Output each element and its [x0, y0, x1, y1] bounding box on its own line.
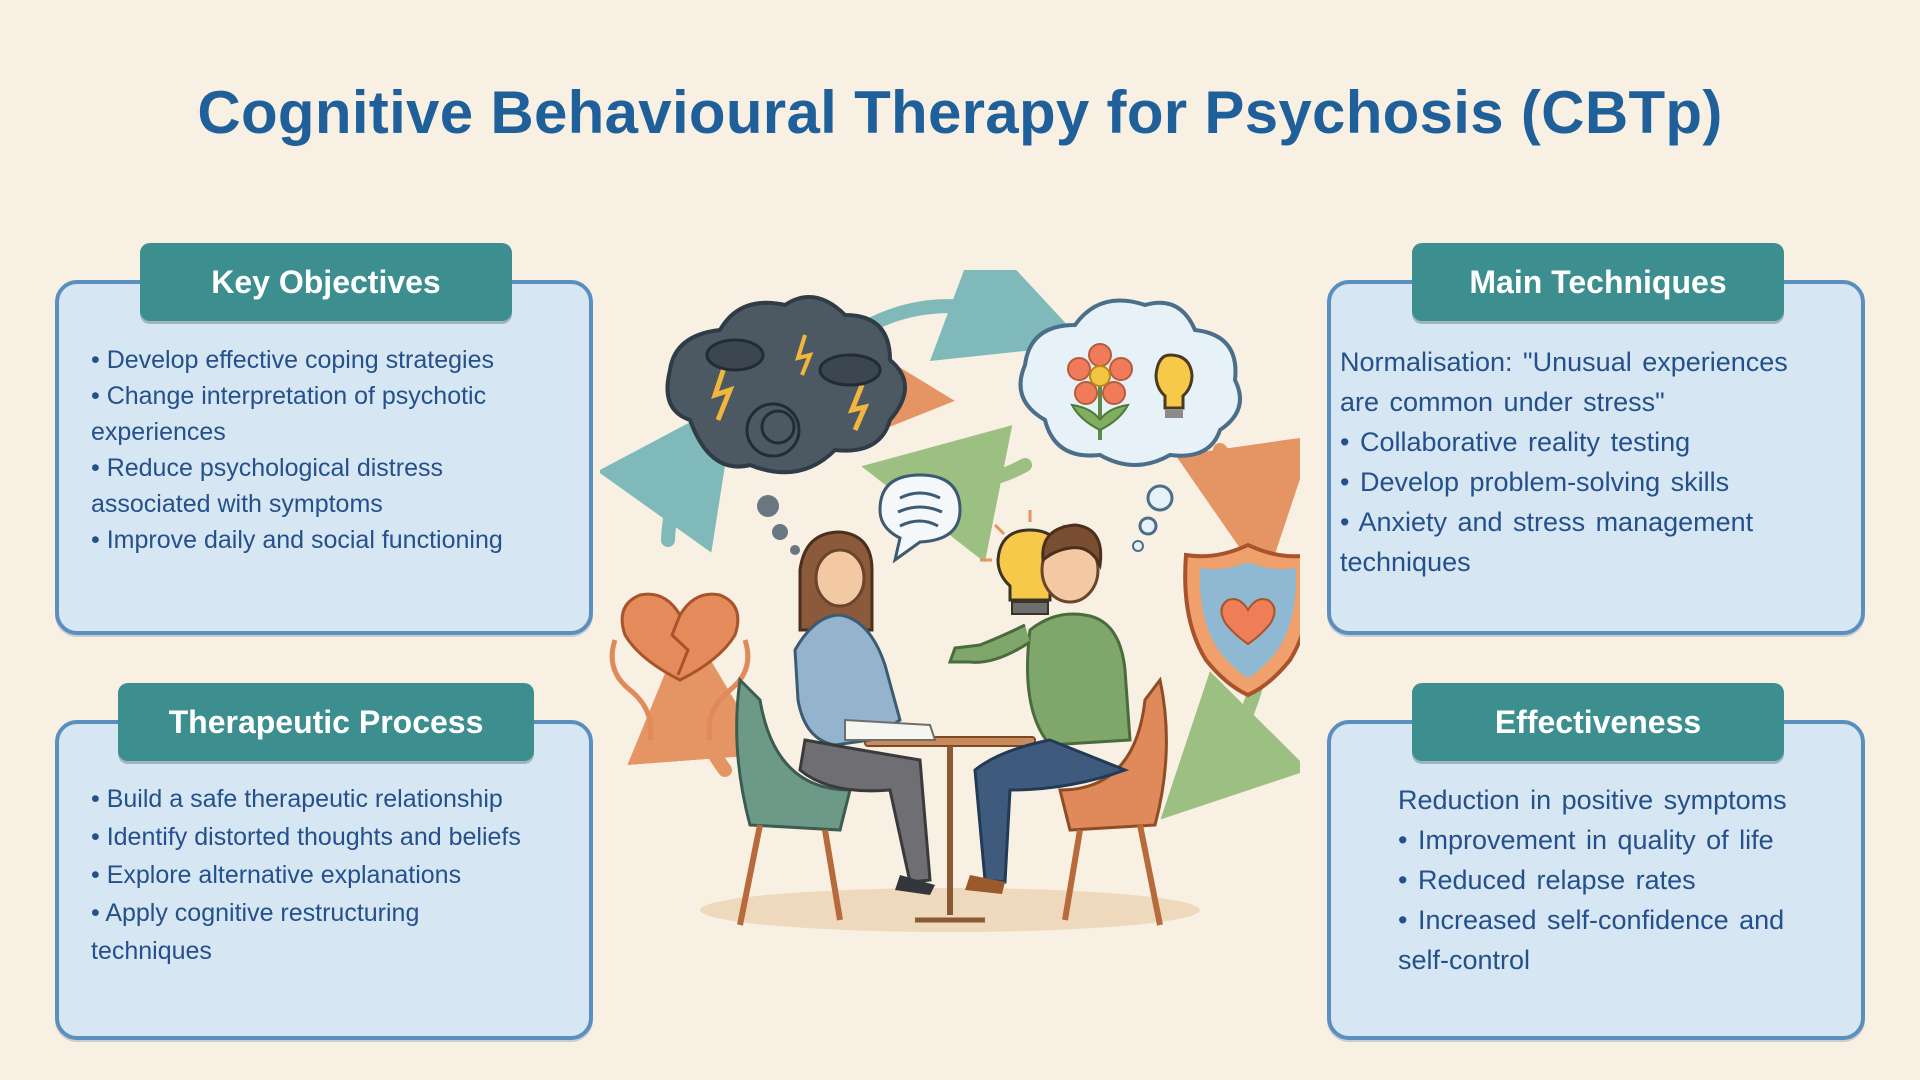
- thought-dot: [1146, 484, 1174, 512]
- list-item: • Anxiety and stress management techniqu…: [1340, 507, 1754, 577]
- list-item: • Develop problem-solving skills: [1340, 467, 1730, 497]
- therapeutic-process-heading: Therapeutic Process: [118, 683, 534, 761]
- arrow-right-down: [1175, 435, 1300, 585]
- therapy-session-illustration: [600, 270, 1300, 932]
- heart-shield-icon: [1183, 542, 1300, 698]
- effectiveness-panel: [1327, 720, 1865, 1040]
- list-item: Reduction in positive symptoms: [1398, 785, 1787, 815]
- main-techniques-panel: [1327, 280, 1865, 635]
- list-item: Normalisation: "Unusual experiences are …: [1340, 347, 1788, 417]
- effectiveness-heading: Effectiveness: [1412, 683, 1784, 761]
- list-item: • Reduced relapse rates: [1398, 865, 1696, 895]
- list-item: • Improve daily and social functioning: [91, 526, 503, 554]
- list-item: • Build a safe therapeutic relationship: [91, 785, 503, 813]
- list-item: • Develop effective coping strategies: [91, 346, 494, 374]
- list-item: • Change interpretation of psychotic exp…: [91, 382, 487, 446]
- thought-dot: [757, 495, 779, 517]
- client-figure: [947, 523, 1132, 894]
- storm-cloud-icon: [665, 295, 907, 475]
- thought-dot: [1132, 540, 1144, 552]
- list-item: • Reduce psychological distress associat…: [91, 454, 443, 518]
- list-item: • Increased self-confidence and self-con…: [1398, 905, 1785, 975]
- key-objectives-panel: [55, 280, 593, 635]
- list-item: • Collaborative reality testing: [1340, 427, 1691, 457]
- list-item: • Apply cognitive restructuring techniqu…: [91, 899, 420, 965]
- main-techniques-list: Normalisation: "Unusual experiences are …: [1340, 342, 1820, 582]
- arrow-left-up: [627, 620, 768, 777]
- flower-cloud-icon: [1018, 298, 1242, 467]
- key-objectives-heading: Key Objectives: [140, 243, 512, 321]
- page-title: Cognitive Behavioural Therapy for Psycho…: [197, 79, 1723, 146]
- therapeutic-process-list: • Build a safe therapeutic relationship …: [91, 780, 571, 970]
- therapeutic-process-panel: [55, 720, 593, 1040]
- arrow-left-top: [600, 398, 736, 553]
- therapist-chair: [735, 676, 852, 926]
- thought-dot: [790, 545, 800, 555]
- therapist-figure: [793, 530, 937, 895]
- main-techniques-heading: Main Techniques: [1412, 243, 1784, 321]
- thought-dot: [772, 524, 788, 540]
- key-objectives-list: • Develop effective coping strategies • …: [91, 342, 561, 558]
- list-item: • Improvement in quality of life: [1398, 825, 1774, 855]
- client-chair: [1058, 676, 1168, 926]
- effectiveness-list: Reduction in positive symptoms • Improve…: [1398, 780, 1818, 980]
- list-item: • Identify distorted thoughts and belief…: [91, 823, 521, 851]
- speech-bubble-icon: [878, 473, 962, 564]
- broken-heart-hands-icon: [609, 592, 751, 741]
- thought-dot: [1138, 516, 1158, 536]
- arrow-right-lower: [1160, 671, 1300, 820]
- list-item: • Explore alternative explanations: [91, 861, 462, 889]
- arrow-top: [863, 270, 1086, 361]
